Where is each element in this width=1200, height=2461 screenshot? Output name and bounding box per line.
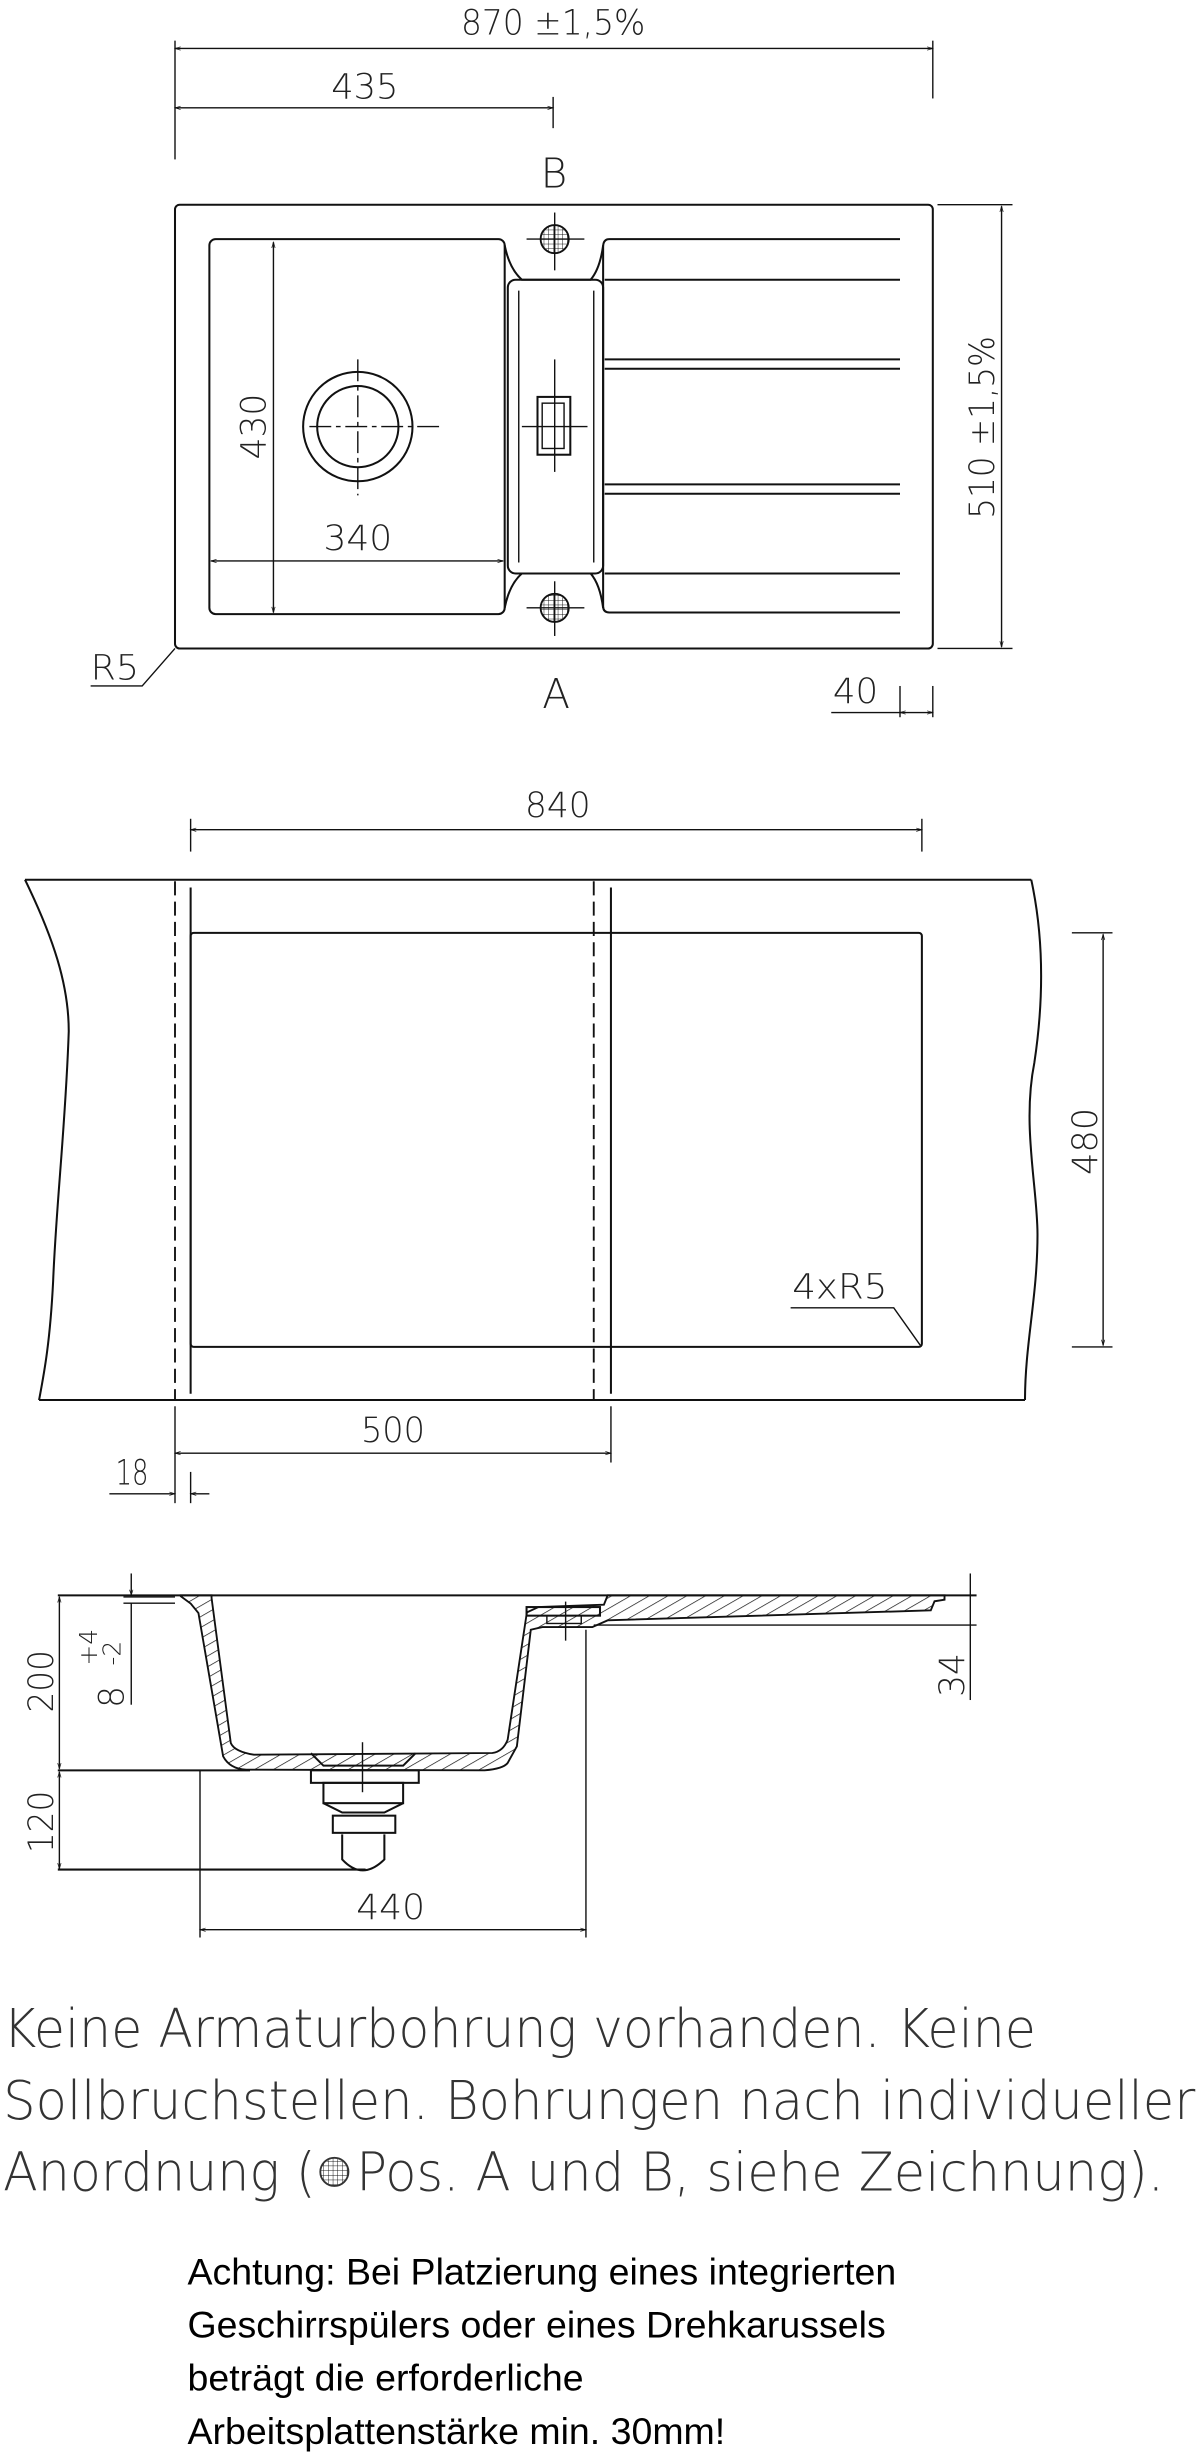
description-text: Keine Armaturbohrung vorhanden. Keine So… bbox=[3, 1998, 1195, 2204]
overflow-icon bbox=[521, 359, 588, 472]
dim-corner-radius: R5 bbox=[91, 649, 139, 689]
label-position-a: A bbox=[542, 670, 570, 718]
warning-line-2: Geschirrspülers oder eines Drehkarussels bbox=[188, 2304, 886, 2346]
label-position-b: B bbox=[541, 150, 568, 198]
drainer-grooves bbox=[602, 238, 900, 614]
dim-overall-depth: 510 ±1,5% bbox=[963, 336, 1003, 519]
waste-fitting bbox=[309, 1742, 420, 1872]
dim-rim-tol-minus: -2 bbox=[97, 1641, 126, 1666]
dim-bowl-width: 340 bbox=[323, 519, 392, 559]
warning-note: Achtung: Bei Platzierung eines integrier… bbox=[188, 2250, 897, 2451]
dim-bowl-depth: 430 bbox=[235, 394, 275, 460]
tap-hole-a-icon bbox=[526, 581, 585, 636]
dim-half-width: 435 bbox=[331, 67, 398, 107]
description-line-3-start: Anordnung ( bbox=[3, 2142, 316, 2204]
cutout-outline bbox=[189, 931, 923, 1348]
tap-hole-b-icon bbox=[526, 212, 585, 271]
top-view: 870 ±1,5% 435 B 430 340 bbox=[90, 3, 1013, 718]
dim-drainer-height: 34 bbox=[933, 1653, 973, 1697]
sink-section-shell bbox=[179, 1594, 946, 1772]
dim-cutout-radius: 4xR5 bbox=[792, 1267, 887, 1307]
dim-cabinet-width: 500 bbox=[361, 1411, 425, 1451]
dim-cutout-width: 840 bbox=[525, 786, 591, 826]
dim-drainer-edge: 40 bbox=[833, 672, 878, 712]
description-line-3-end: Pos. A und B, siehe Zeichnung). bbox=[356, 2142, 1164, 2204]
dim-overall-width: 870 ±1,5% bbox=[461, 3, 645, 43]
dim-rim-tol-plus: +4 bbox=[74, 1629, 103, 1666]
bowl-outline bbox=[208, 238, 506, 616]
section-view: 200 120 8 +4 -2 34 440 bbox=[22, 1573, 977, 1938]
dim-bowl-height: 200 bbox=[22, 1650, 62, 1713]
dim-panel-thickness: 18 bbox=[116, 1453, 149, 1493]
dim-rim-height: 8 bbox=[92, 1686, 132, 1708]
tap-hole-icon bbox=[319, 2156, 350, 2187]
drain-icon bbox=[302, 359, 444, 496]
sink-outline bbox=[173, 203, 934, 650]
warning-line-4: Arbeitsplattenstärke min. 30mm! bbox=[188, 2410, 726, 2452]
cutout-view: 840 480 4xR5 500 18 bbox=[24, 786, 1113, 1504]
dim-cutout-depth: 480 bbox=[1066, 1108, 1106, 1175]
warning-line-3: beträgt die erforderliche bbox=[188, 2357, 584, 2399]
warning-line-1: Achtung: Bei Platzierung eines integrier… bbox=[188, 2250, 897, 2292]
dim-waste-height: 120 bbox=[22, 1791, 62, 1854]
description-line-1: Keine Armaturbohrung vorhanden. Keine bbox=[3, 1998, 1036, 2060]
description-line-2: Sollbruchstellen. Bohrungen nach individ… bbox=[3, 2070, 1195, 2132]
worktop-outline bbox=[24, 878, 1043, 1402]
dim-bowl-outer-width: 440 bbox=[356, 1888, 425, 1928]
